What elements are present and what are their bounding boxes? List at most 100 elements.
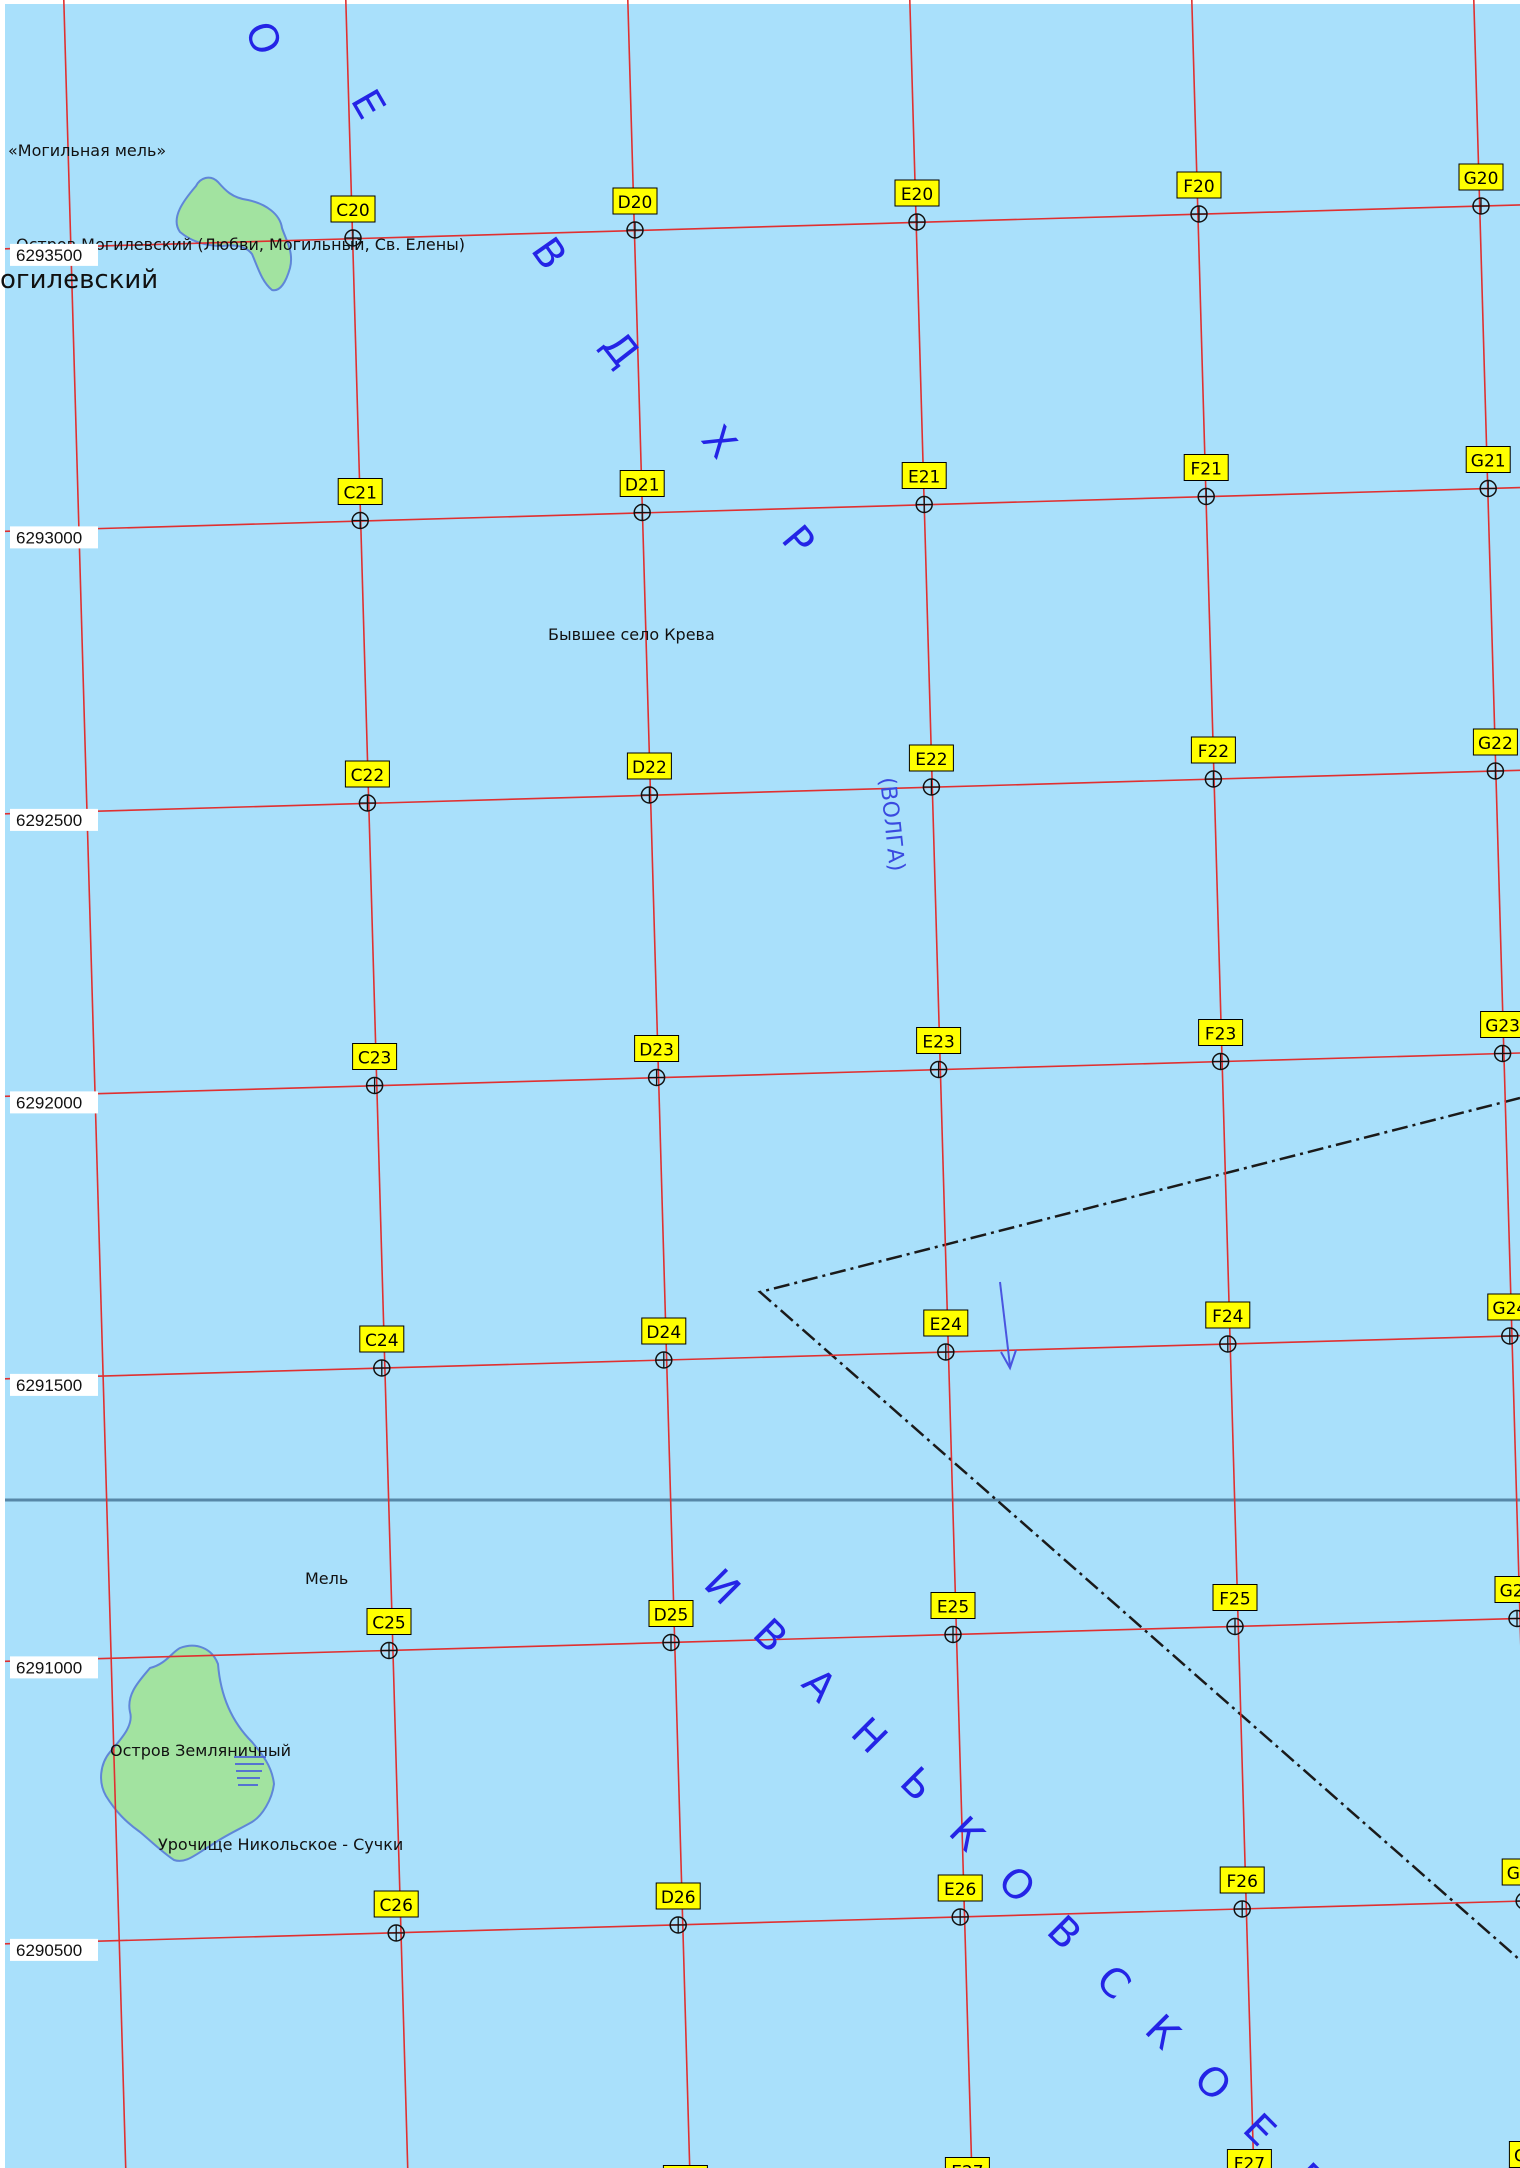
place-mogilnaya-mel: «Могильная мель» (8, 141, 166, 160)
grid-line-horizontal (4, 486, 1520, 533)
grid-cell-label[interactable]: D23 (634, 1035, 680, 1062)
grid-cell-label-text: C23 (358, 1049, 392, 1069)
grid-line-vertical (1473, 0, 1520, 1646)
grid-node-marker-icon (1226, 1617, 1244, 1636)
grid-cell-label-text: G20 (1464, 169, 1499, 189)
grid-node-marker-icon (951, 1908, 969, 1926)
grid-cell-label-text: C22 (351, 766, 385, 786)
grid-cell-label[interactable]: C26 (373, 1890, 419, 1918)
grid-cell-label[interactable]: D21 (619, 470, 665, 497)
grid-node-marker-icon (1493, 1044, 1512, 1063)
grid-node-marker-icon (380, 1641, 398, 1660)
grid-cell-label[interactable]: D20 (612, 187, 658, 215)
island-zemlyanichny-shape (100, 1644, 276, 1862)
northing-label-text: 6293000 (16, 528, 82, 547)
grid-node-marker-icon (908, 213, 926, 231)
grid-cell-label-text: G23 (1485, 1017, 1520, 1037)
grid-node-marker-icon (1219, 1335, 1237, 1353)
grid-cell-label[interactable]: F26 (1219, 1866, 1265, 1894)
grid-cell-label[interactable]: G22 (1472, 728, 1518, 756)
place-ostrov-mogilevsky: Остров Могилевский (Любви, Могильный, Св… (16, 235, 465, 254)
northing-label-text: 6291000 (16, 1658, 82, 1677)
grid-cell-label[interactable]: E24 (923, 1309, 969, 1337)
grid-cell-label[interactable]: E21 (901, 462, 947, 489)
place-mel: Мель (305, 1569, 348, 1588)
grid-cell-label[interactable]: F25 (1212, 1584, 1258, 1611)
grid-cell-label[interactable]: C24 (359, 1325, 405, 1353)
grid-cell-label-text: F23 (1205, 1025, 1236, 1045)
grid-cell-label[interactable]: E25 (930, 1592, 976, 1619)
grid-cell-label[interactable]: F27 (1226, 2149, 1272, 2168)
grid-cell-label-text: C25 (372, 1614, 406, 1634)
grid-cell-label[interactable]: F20 (1176, 171, 1222, 199)
grid-cell-label[interactable]: F22 (1190, 736, 1236, 764)
grid-cell-label[interactable]: C23 (352, 1043, 398, 1070)
northing-label: 6290500 (10, 1938, 98, 1961)
grid-node-marker-icon (922, 778, 941, 796)
northing-label-text: 6291500 (16, 1376, 82, 1395)
grid-cell-label[interactable]: E23 (916, 1027, 962, 1054)
grid-line-horizontal (4, 1900, 1520, 1945)
northing-label: 6291000 (10, 1656, 98, 1679)
grid-cell-label-text: E21 (908, 468, 940, 488)
grid-cell-label[interactable]: E27 (944, 2157, 990, 2168)
grid-node-marker-icon (640, 786, 659, 804)
grid-cell-label-text: G24 (1492, 1299, 1520, 1319)
grid-cell-label[interactable]: D27 (662, 2165, 708, 2168)
grid-cell-label[interactable]: D25 (648, 1600, 694, 1627)
grid-node-marker-icon (655, 1351, 673, 1369)
grid-cell-label[interactable]: G27 (1508, 2141, 1520, 2168)
grid-cell-label-text: F27 (1234, 2155, 1265, 2168)
grid-cell-label[interactable]: C20 (330, 195, 376, 223)
grid-cell-label[interactable]: F23 (1198, 1019, 1244, 1046)
grid-cell-label-text: F24 (1212, 1307, 1243, 1327)
grid-node-marker-icon (351, 511, 369, 530)
marsh-symbol (234, 1756, 266, 1786)
grid-line-vertical (1191, 0, 1255, 2168)
island-mogilevsky-shape (175, 176, 292, 292)
northing-label: 6291500 (10, 1373, 98, 1396)
grid-cell-label[interactable]: D24 (641, 1317, 687, 1345)
grid-cell-label[interactable]: E20 (894, 179, 940, 207)
grid-node-marker-icon (387, 1924, 405, 1942)
grid-line-vertical (345, 0, 409, 2168)
place-urochishche: Урочище Никольское - Сучки (158, 1835, 403, 1854)
grid-cell-label[interactable]: G23 (1480, 1011, 1520, 1038)
grid-line-horizontal (4, 204, 1520, 250)
grid-cell-label[interactable]: F24 (1205, 1301, 1251, 1329)
grid-cell-label-text: E27 (951, 2163, 983, 2168)
grid-cell-label[interactable]: E22 (908, 744, 954, 772)
grid-cell-label[interactable]: C22 (344, 760, 390, 788)
grid-node-marker-icon (1211, 1052, 1230, 1071)
grid-cell-label[interactable]: G26 (1501, 1858, 1520, 1886)
grid-cell-label-text: D23 (639, 1041, 674, 1061)
grid-line-horizontal (4, 1052, 1520, 1098)
grid-cell-label-text: E26 (944, 1880, 976, 1900)
northing-label: 6292000 (10, 1091, 98, 1114)
grid-cell-label-text: D24 (646, 1323, 681, 1343)
grid-node-marker-icon (937, 1343, 955, 1361)
grid-cell-label[interactable]: E26 (937, 1874, 983, 1902)
grid-cell-label[interactable]: G24 (1487, 1293, 1520, 1321)
grid-line-vertical (909, 0, 973, 2168)
grid-cell-label[interactable]: G20 (1458, 163, 1504, 191)
northing-label: 6293000 (10, 526, 98, 549)
grid-cell-label[interactable]: D22 (626, 752, 672, 780)
grid-cell-label[interactable]: C25 (366, 1608, 412, 1635)
northing-label-text: 6293500 (16, 246, 82, 265)
grid-cell-label-text: G22 (1478, 734, 1513, 754)
grid-cell-label[interactable]: C21 (337, 478, 383, 505)
northing-label: 6293500 (10, 243, 98, 266)
grid-line-horizontal (4, 1617, 1520, 1663)
grid-cell-label[interactable]: D26 (655, 1882, 701, 1910)
grid-cell-label[interactable]: F21 (1183, 454, 1229, 481)
grid-node-marker-icon (626, 221, 644, 239)
grid-cell-label-text: C26 (379, 1896, 413, 1916)
grid-cell-label[interactable]: G21 (1465, 446, 1511, 473)
grid-node-marker-icon (1197, 487, 1215, 506)
northing-label-text: 6290500 (16, 1941, 82, 1960)
grid-cell-label[interactable]: G25 (1494, 1576, 1520, 1603)
grid-node-marker-icon (633, 503, 651, 522)
